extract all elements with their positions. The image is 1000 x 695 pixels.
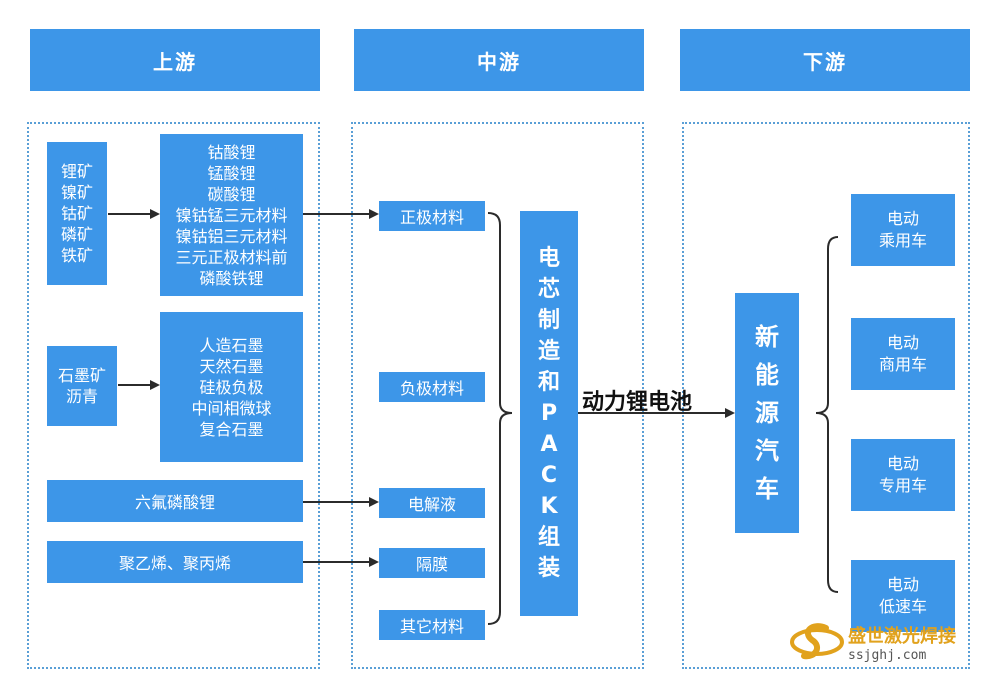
vertical-char: 造 bbox=[537, 339, 560, 364]
component-anode: 负极材料 bbox=[379, 372, 485, 402]
vertical-char: 汽 bbox=[755, 437, 779, 465]
vertical-char: 芯 bbox=[537, 277, 560, 302]
header-downstream: 下游 bbox=[680, 29, 970, 91]
vertical-char: 装 bbox=[537, 556, 560, 581]
vehicle-line: 电动 bbox=[886, 454, 919, 473]
anode-material-item: 硅极负极 bbox=[199, 377, 264, 397]
ore-item: 铁矿 bbox=[60, 246, 93, 265]
cathode-material-item: 磷酸铁锂 bbox=[199, 268, 264, 288]
watermark-logo-icon bbox=[790, 623, 844, 660]
watermark-name: 盛世激光焊接 bbox=[848, 625, 956, 647]
cell-manufacturing-box: 电 芯 制 造 和 P A C K 组 装 bbox=[520, 211, 578, 616]
vehicle-commercial: 电动 商用车 bbox=[851, 318, 955, 390]
ore-list-2: 石墨矿 沥青 bbox=[47, 346, 117, 426]
cathode-material-item: 锰酸锂 bbox=[207, 163, 256, 183]
cathode-material-item: 三元正极材料前 bbox=[175, 247, 288, 267]
vertical-char: 制 bbox=[537, 308, 560, 333]
flow-label: 动力锂电池 bbox=[582, 390, 693, 415]
vehicle-passenger: 电动 乘用车 bbox=[851, 194, 955, 266]
anode-material-item: 复合石墨 bbox=[199, 419, 264, 439]
ore-item: 镍矿 bbox=[60, 183, 93, 202]
vehicle-line: 低速车 bbox=[878, 597, 927, 616]
watermark-url: ssjghj.com bbox=[848, 647, 927, 663]
component-other: 其它材料 bbox=[379, 610, 485, 640]
vertical-char: 新 bbox=[755, 323, 779, 351]
ore-item: 磷矿 bbox=[60, 225, 93, 244]
vehicle-line: 商用车 bbox=[878, 355, 927, 374]
vertical-char: P bbox=[540, 401, 558, 426]
vertical-char: 车 bbox=[755, 475, 779, 503]
vertical-char: A bbox=[540, 432, 558, 457]
bracket-midstream bbox=[487, 212, 513, 625]
anode-material-item: 天然石墨 bbox=[199, 356, 264, 376]
vertical-char: 电 bbox=[537, 246, 560, 271]
vehicle-special: 电动 专用车 bbox=[851, 439, 955, 511]
vertical-char: C bbox=[540, 463, 558, 488]
anode-material-item: 中间相微球 bbox=[191, 398, 272, 418]
vehicle-line: 电动 bbox=[886, 209, 919, 228]
midstream-panel bbox=[351, 122, 644, 669]
ore-list-1: 锂矿 镍矿 钴矿 磷矿 铁矿 bbox=[47, 142, 107, 285]
component-separator: 隔膜 bbox=[379, 548, 485, 578]
ore-item: 沥青 bbox=[65, 387, 98, 406]
watermark: 盛世激光焊接 ssjghj.com bbox=[790, 620, 956, 664]
vertical-char: 和 bbox=[537, 370, 560, 395]
vehicle-line: 专用车 bbox=[878, 476, 927, 495]
vehicle-line: 电动 bbox=[886, 575, 919, 594]
downstream-panel bbox=[682, 122, 970, 669]
upstream-panel bbox=[27, 122, 320, 669]
anode-material-list: 人造石墨 天然石墨 硅极负极 中间相微球 复合石墨 bbox=[160, 312, 303, 462]
ore-item: 钴矿 bbox=[60, 204, 93, 223]
vehicle-low-speed: 电动 低速车 bbox=[851, 560, 955, 632]
cathode-material-item: 镍钴锰三元材料 bbox=[175, 205, 288, 225]
anode-material-item: 人造石墨 bbox=[199, 335, 264, 355]
cathode-material-item: 碳酸锂 bbox=[207, 184, 256, 204]
electrolyte-salt-box: 六氟磷酸锂 bbox=[47, 480, 303, 522]
vehicle-line: 乘用车 bbox=[878, 231, 927, 250]
vertical-char: 能 bbox=[755, 361, 779, 389]
header-midstream: 中游 bbox=[354, 29, 644, 91]
vehicle-line: 电动 bbox=[886, 333, 919, 352]
header-upstream: 上游 bbox=[30, 29, 320, 91]
component-cathode: 正极材料 bbox=[379, 201, 485, 231]
vertical-char: 组 bbox=[537, 525, 560, 550]
ore-item: 锂矿 bbox=[60, 162, 93, 181]
separator-polymers-box: 聚乙烯、聚丙烯 bbox=[47, 541, 303, 583]
cathode-material-item: 钴酸锂 bbox=[207, 142, 256, 162]
ore-item: 石墨矿 bbox=[57, 366, 106, 385]
cathode-material-list: 钴酸锂 锰酸锂 碳酸锂 镍钴锰三元材料 镍钴铝三元材料 三元正极材料前 磷酸铁锂 bbox=[160, 134, 303, 296]
cathode-material-item: 镍钴铝三元材料 bbox=[175, 226, 288, 246]
vertical-char: 源 bbox=[755, 399, 779, 427]
vertical-char: K bbox=[540, 494, 558, 519]
nev-box: 新 能 源 汽 车 bbox=[735, 293, 799, 533]
component-electrolyte: 电解液 bbox=[379, 488, 485, 518]
bracket-downstream bbox=[815, 236, 839, 593]
